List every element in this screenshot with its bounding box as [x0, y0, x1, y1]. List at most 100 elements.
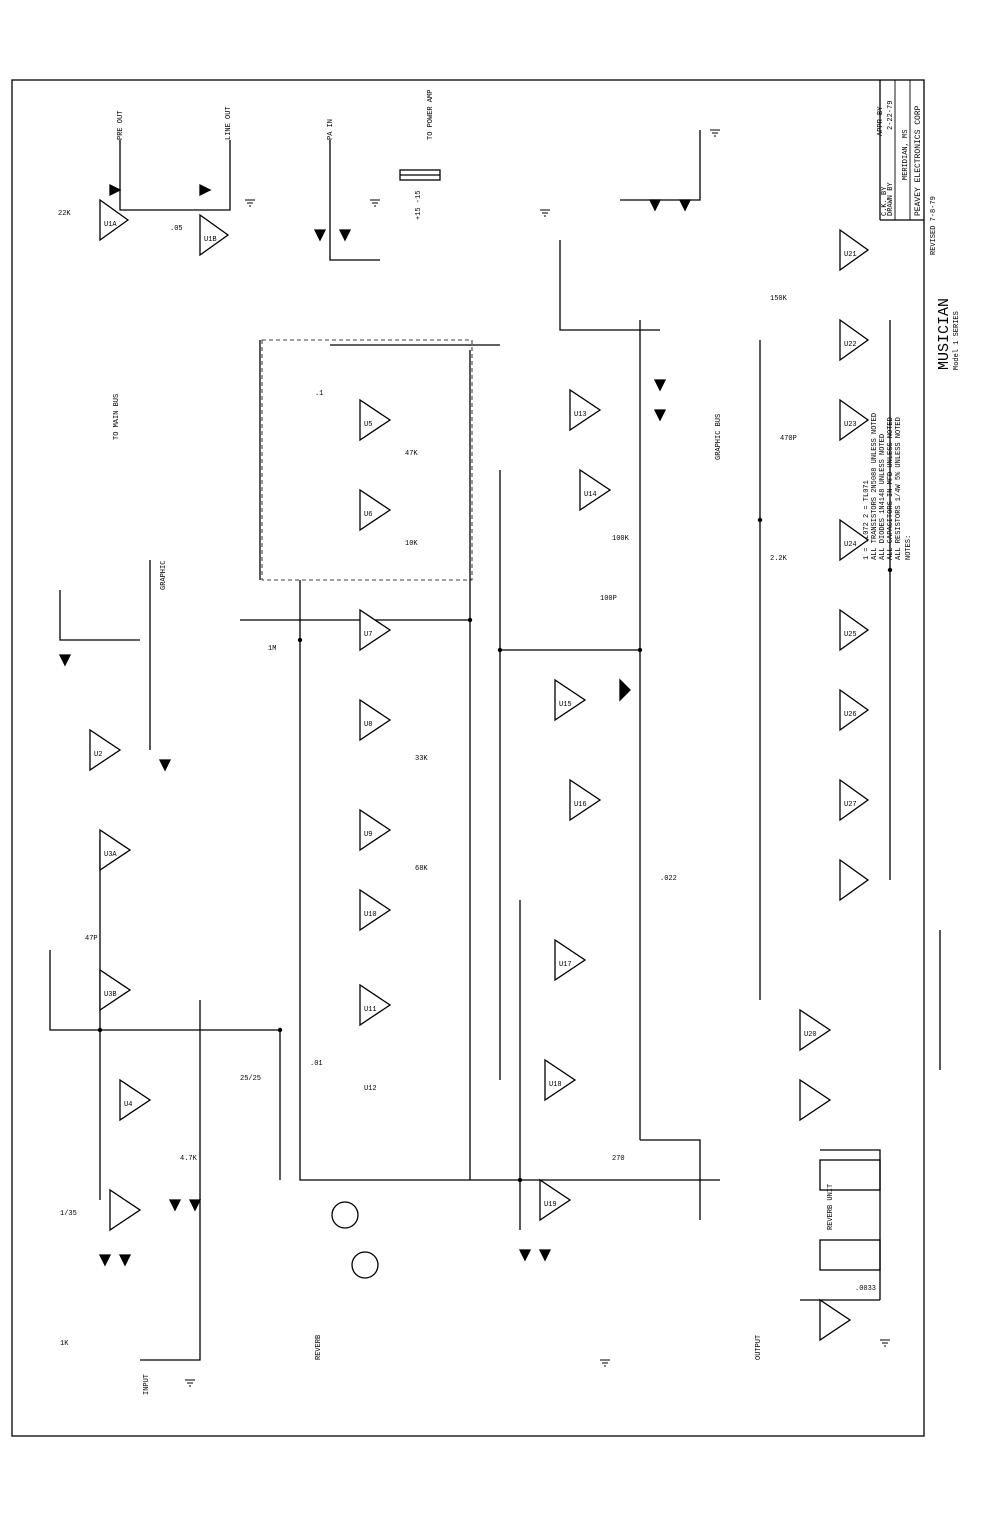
opamp-label: U7 — [364, 631, 372, 639]
transistor-q2 — [351, 1251, 379, 1279]
opamp-label: U27 — [844, 801, 857, 809]
approved-by: APPR BY — [877, 106, 885, 136]
opamp-label: U13 — [574, 411, 587, 419]
opamp-u29 — [839, 858, 870, 902]
note-line: ALL DIODES 1N4148 UNLESS NOTED — [879, 434, 887, 560]
opamp-u5 — [99, 968, 132, 1012]
notes-heading: NOTES: — [905, 535, 913, 560]
diode-symbols — [58, 183, 692, 1267]
input-label: INPUT — [143, 1374, 151, 1395]
opamp-label: U1B — [204, 236, 217, 244]
opamp-label: U15 — [559, 701, 572, 709]
opamp-u12 — [359, 808, 392, 852]
wiring — [49, 130, 941, 1361]
resistor-value: 2.2K — [770, 555, 788, 563]
output-label: OUTPUT — [755, 1335, 763, 1360]
dashed-module-outline — [261, 339, 473, 581]
opamp-u11 — [359, 698, 392, 742]
resistor-value: 270 — [612, 1155, 625, 1163]
graphic-label: GRAPHIC — [160, 561, 168, 590]
resistor-value: 150K — [770, 295, 788, 303]
capacitor-value: 100P — [600, 595, 617, 603]
resistor-value: 4.7K — [180, 1155, 198, 1163]
opamp-label: U14 — [584, 491, 597, 499]
note-line: ALL RESISTORS 1/4W 5% UNLESS NOTED — [895, 417, 903, 560]
opamp-u8 — [359, 398, 392, 442]
line-out-label: LINE OUT — [225, 106, 233, 140]
capacitor-value: 1/35 — [60, 1210, 77, 1218]
revised-note: REVISED 7-8-79 — [930, 196, 938, 255]
graphic-bus-label: GRAPHIC BUS — [715, 414, 723, 460]
capacitor-value: 470P — [780, 435, 797, 443]
capacitor-value: .022 — [660, 875, 677, 883]
opamp-label: U10 — [364, 911, 377, 919]
opamp-u15 — [569, 388, 602, 432]
reverb-unit-label: REVERB UNIT — [827, 1184, 835, 1230]
opamp-u17 — [554, 678, 587, 722]
resistor-value: 68K — [415, 865, 428, 873]
resistor-value: 1M — [268, 645, 276, 653]
capacitor-value: .1 — [315, 390, 323, 398]
opamp-u20 — [544, 1058, 577, 1102]
opamp-label: U8 — [364, 721, 372, 729]
resistor-value: 100K — [612, 535, 630, 543]
capacitor-value: 25/25 — [240, 1075, 261, 1083]
pa-in-label: PA IN — [327, 119, 335, 140]
opamp-label: U25 — [844, 631, 857, 639]
drawing-border — [11, 79, 925, 1437]
opamp-label: U6 — [364, 511, 372, 519]
reverb-label: REVERB — [315, 1335, 323, 1360]
opamp-u16 — [579, 468, 612, 512]
opamp-u26 — [839, 608, 870, 652]
ground-symbols — [185, 129, 890, 1387]
opamp-u32 — [819, 1298, 852, 1342]
resistor-value: 33K — [415, 755, 428, 763]
opamp-u21 — [539, 1178, 572, 1222]
opamp-u4 — [99, 828, 132, 872]
opamp-label: U12 — [364, 1085, 377, 1093]
note-line: 1 = TL072 2 = TL071 — [863, 480, 871, 560]
opamp-label: U18 — [549, 1081, 562, 1089]
notes-block: NOTES: ALL RESISTORS 1/4W 5% UNLESS NOTE… — [863, 413, 913, 560]
opamp-u13 — [359, 888, 392, 932]
opamp-label: U24 — [844, 541, 857, 549]
opamp-label: U21 — [844, 251, 857, 259]
opamp-u14 — [359, 983, 392, 1027]
opamp-u10 — [359, 608, 392, 652]
junction-dots — [97, 517, 893, 1183]
opamp-u1 — [99, 198, 130, 242]
opamp-label: U5 — [364, 421, 372, 429]
power-supply-label: +15 -15 — [415, 191, 423, 220]
capacitor-value: 47P — [85, 935, 98, 943]
company-name: PEAVEY ELECTRONICS CORP — [914, 105, 923, 216]
opamp-u7 — [109, 1188, 142, 1232]
pre-out-label: PRE OUT — [117, 111, 125, 140]
opamp-u9 — [359, 488, 392, 532]
resistor-value: 47K — [405, 450, 418, 458]
capacitor-value: .05 — [170, 225, 183, 233]
opamp-u23 — [839, 318, 870, 362]
checked-by: C.K. BY — [881, 186, 889, 216]
opamp-u6 — [119, 1078, 152, 1122]
capacitor-value: .01 — [310, 1060, 323, 1068]
opamp-u18 — [569, 778, 602, 822]
coil-symbols — [819, 1159, 881, 1271]
opamp-label: U4 — [124, 1101, 132, 1109]
opamp-label: U16 — [574, 801, 587, 809]
company-location: MERIDIAN, MS — [902, 130, 910, 180]
power-connector — [399, 169, 441, 181]
note-line: ALL CAPACITORS IN MFD UNLESS NOTED — [887, 417, 895, 560]
opamp-label: U22 — [844, 341, 857, 349]
opamp-label: U19 — [544, 1201, 557, 1209]
opamp-u2 — [199, 213, 230, 257]
drawn-by: DRAWN BY — [887, 182, 895, 216]
opamp-u24 — [839, 398, 870, 442]
opamp-label: U26 — [844, 711, 857, 719]
opamp-label: U1A — [104, 221, 117, 229]
opamp-u25 — [839, 518, 870, 562]
series-subtitle: Model 1 SERIES — [953, 311, 961, 370]
opamp-symbols — [89, 198, 870, 1342]
opamp-label: U2 — [94, 751, 102, 759]
opamp-label: U9 — [364, 831, 372, 839]
